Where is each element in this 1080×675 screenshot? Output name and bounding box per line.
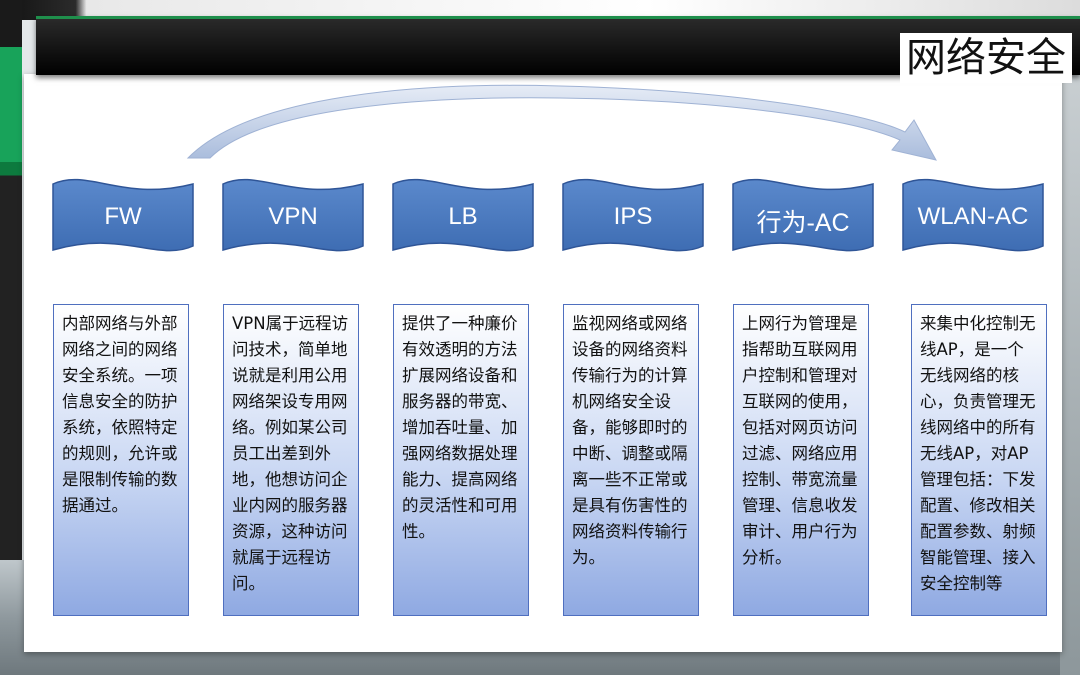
background-top-strip [0,0,1080,20]
title-bar: 网络安全 [36,16,1080,83]
flag-label-2: LB [448,203,478,230]
description-box-0: 内部网络与外部网络之间的网络安全系统。一项信息安全的防护系统，依照特定的规则，允… [53,304,189,616]
background-left-strip [0,0,22,675]
slide-title: 网络安全 [900,33,1072,83]
curved-arrow [186,84,937,161]
flag-label-5: WLAN-AC [917,203,1029,230]
background-right-strip [1060,70,1080,675]
flag-shape-3 [562,178,704,252]
description-box-2: 提供了一种廉价有效透明的方法扩展网络设备和服务器的带宽、增加吞吐量、加强网络数据… [393,304,529,616]
flag-label-3: IPS [613,203,653,230]
flag-shape-0 [52,178,194,252]
flag-label-4: 行为-AC [756,209,850,237]
flag-shape-1 [222,178,364,252]
flag-shape-4 [732,178,874,252]
description-box-3: 监视网络或网络设备的网络资料传输行为的计算机网络安全设备，能够即时的中断、调整或… [563,304,699,616]
flag-shape-2 [392,178,534,252]
flag-label-0: FW [104,203,142,230]
flag-shape-5 [902,178,1044,252]
content-panel [24,74,1062,652]
description-box-4: 上网行为管理是指帮助互联网用户控制和管理对互联网的使用，包括对网页访问过滤、网络… [733,304,869,616]
description-box-1: VPN属于远程访问技术，简单地说就是利用公用网络架设专用网络。例如某公司员工出差… [223,304,359,616]
description-box-5: 来集中化控制无线AP，是一个无线网络的核心，负责管理无线网络中的所有无线AP，对… [911,304,1047,616]
flag-label-1: VPN [268,203,318,230]
